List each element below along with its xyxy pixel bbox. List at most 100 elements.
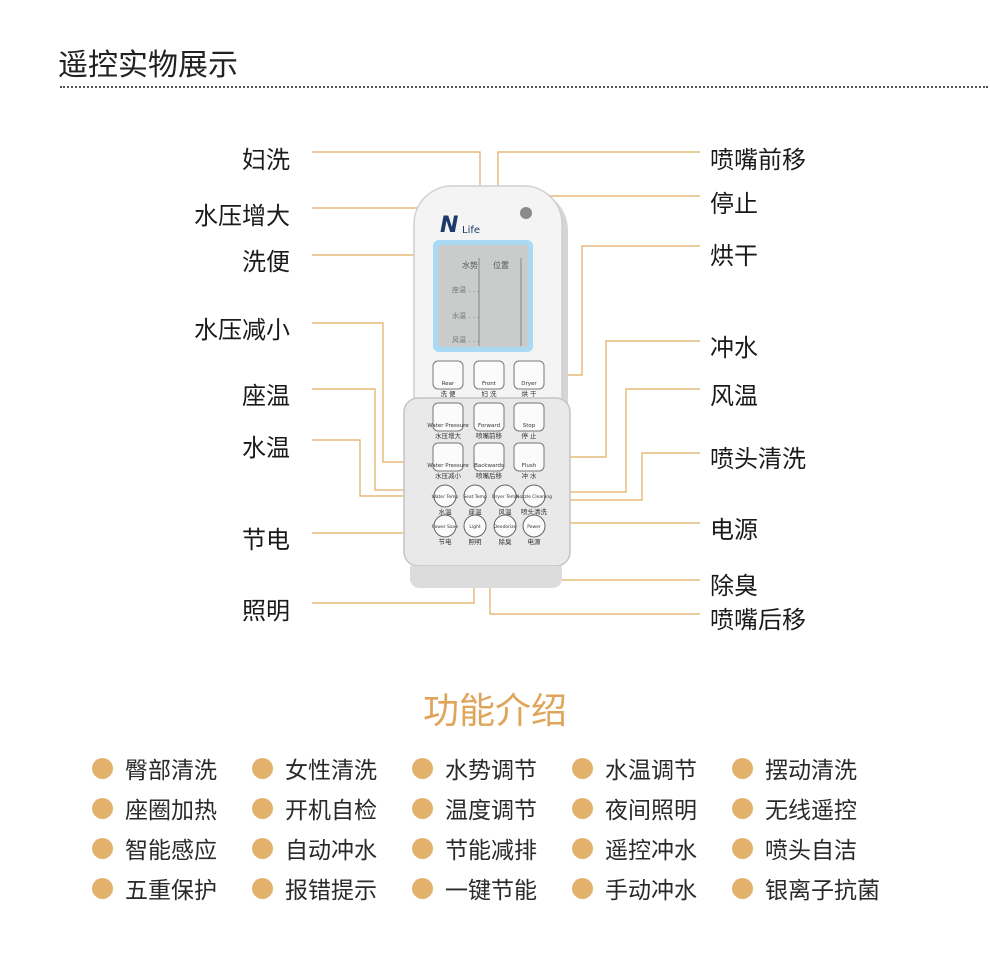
lcd-text: 风温 . . .	[452, 335, 479, 344]
remote-key[interactable]: Flush 冲 水	[513, 442, 545, 480]
lcd-text: 位置	[493, 260, 509, 270]
key-en-label: Seat Temp	[463, 494, 487, 500]
feature-label: 遥控冲水	[605, 838, 697, 864]
key-en-label: Flush	[522, 463, 537, 469]
key-cn-label: 冲 水	[521, 471, 537, 480]
line-pentouqingxi	[532, 452, 700, 501]
feature-item: 一键节能	[412, 871, 572, 905]
feature-item: 夜间照明	[572, 791, 732, 825]
brand-logo-n: N	[440, 213, 458, 238]
lcd-screen	[438, 245, 528, 347]
key-cn-label: 喷嘴后移	[476, 471, 503, 480]
callout-chuchou: 除臭	[710, 572, 758, 600]
title-divider	[60, 86, 988, 88]
feature-label: 手动冲水	[605, 878, 697, 904]
remote-key[interactable]: Front 妇 洗	[473, 360, 505, 398]
remote-key[interactable]: Water Pressure 水压减小	[427, 442, 469, 480]
feature-label: 座圈加热	[125, 798, 217, 824]
feature-label: 智能感应	[125, 838, 217, 864]
feature-item: 水势调节	[412, 751, 572, 785]
key-cn-label: 洗 便	[440, 389, 456, 398]
callout-shuiyazengda: 水压增大	[194, 202, 290, 230]
callout-penzuiqianyi: 喷嘴前移	[710, 146, 806, 174]
feature-label: 银离子抗菌	[765, 878, 880, 904]
feature-row: 五重保护 报错提示 一键节能 手动冲水 银离子抗菌	[92, 868, 972, 908]
bullet-dot-icon	[572, 757, 593, 779]
feature-item: 遥控冲水	[572, 831, 732, 865]
key-cn-label: 烘 干	[521, 389, 537, 398]
callout-chongshui: 冲水	[710, 334, 758, 362]
feature-label: 水势调节	[445, 758, 537, 784]
ir-emitter	[520, 207, 532, 219]
key-cn-label: 喷嘴前移	[476, 431, 503, 440]
feature-label: 无线遥控	[765, 798, 857, 824]
key-en-label: Stop	[523, 423, 536, 429]
key-en-label: Water Temp	[432, 494, 459, 500]
remote-key[interactable]: Dryer 烘 干	[513, 360, 545, 398]
bullet-dot-icon	[412, 877, 433, 899]
key-cn-label: 妇 洗	[481, 389, 497, 398]
key-cn-label: 风温	[499, 507, 513, 516]
feature-item: 智能感应	[92, 831, 252, 865]
callout-shuiwen: 水温	[242, 434, 290, 462]
key-en-label: Water Pressure	[427, 463, 469, 469]
feature-label: 摆动清洗	[765, 758, 857, 784]
remote-diagram: N Life 水势 位置 座温 . . . 水温 . . . 风温 . . . …	[312, 151, 700, 615]
remote-small-key[interactable]: Dryer Temp 风温	[492, 484, 518, 516]
brand-logo: Life	[462, 225, 480, 236]
bullet-dot-icon	[572, 837, 593, 859]
lcd-text: 座温 . . .	[452, 285, 479, 294]
remote-showcase: N Life 水势 位置 座温 . . . 水温 . . . 风温 . . . …	[194, 146, 806, 634]
feature-item: 座圈加热	[92, 791, 252, 825]
callout-zuowen: 座温	[242, 382, 290, 410]
callout-tingzhi: 停止	[710, 190, 758, 218]
key-en-label: Light	[469, 524, 480, 530]
bullet-dot-icon	[252, 797, 273, 819]
feature-item: 手动冲水	[572, 871, 732, 905]
key-cn-label: 水压减小	[435, 471, 462, 480]
key-cn-label: 除臭	[499, 537, 513, 546]
bullet-dot-icon	[252, 837, 273, 859]
callout-pentouqingxi: 喷头清洗	[710, 445, 806, 473]
key-cn-label: 水压增大	[435, 431, 462, 440]
key-cn-label: 照明	[469, 538, 483, 546]
bullet-dot-icon	[572, 877, 593, 899]
feature-item: 喷头自洁	[732, 831, 892, 865]
bullet-dot-icon	[412, 797, 433, 819]
key-en-label: Deodorize	[494, 524, 517, 530]
key-cn-label: 电源	[528, 537, 542, 546]
remote-key[interactable]: Forward 喷嘴前移	[473, 402, 505, 440]
feature-label: 一键节能	[445, 878, 537, 904]
page-title: 遥控实物展示	[58, 48, 238, 83]
key-en-label: Dryer	[521, 381, 537, 387]
feature-item: 五重保护	[92, 871, 252, 905]
bullet-dot-icon	[572, 797, 593, 819]
key-en-label: Forward	[478, 423, 500, 429]
feature-item: 自动冲水	[252, 831, 412, 865]
callout-fuxi: 妇洗	[242, 146, 290, 174]
feature-item: 摆动清洗	[732, 751, 892, 785]
key-en-label: Rear	[442, 381, 455, 387]
key-cn-label: 喷头清洗	[521, 507, 548, 516]
feature-label: 夜间照明	[605, 798, 697, 824]
remote-small-key[interactable]: Deodorize 除臭	[493, 514, 517, 546]
key-en-label: Dryer Temp	[492, 494, 518, 500]
remote-control: N Life 水势 位置 座温 . . . 水温 . . . 风温 . . . …	[403, 185, 571, 588]
remote-key[interactable]: Rear 洗 便	[432, 360, 464, 398]
key-en-label: Front	[482, 381, 497, 387]
feature-label: 报错提示	[285, 878, 377, 904]
callout-xibian: 洗便	[242, 248, 290, 276]
lcd-text: 水势	[462, 260, 478, 270]
bullet-dot-icon	[732, 877, 753, 899]
remote-small-key[interactable]: Light 照明	[463, 514, 487, 546]
